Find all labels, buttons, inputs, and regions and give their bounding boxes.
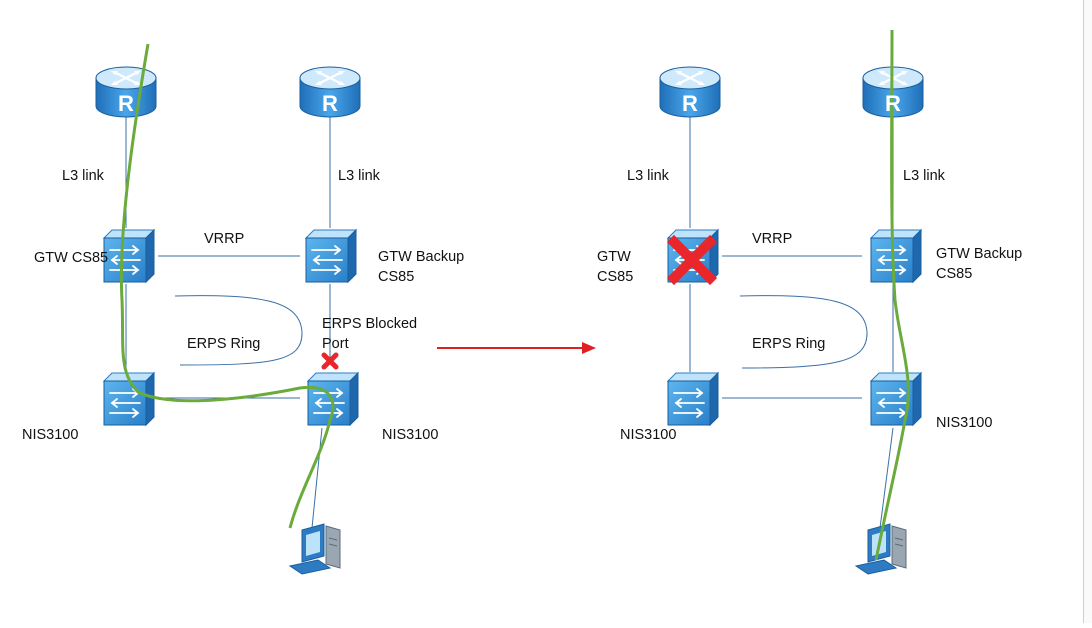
- after-erps-ring-label: ERPS Ring: [752, 336, 825, 352]
- before-topology: L3 link L3 link GTW CS85 VRRP GTW Backup…: [22, 43, 464, 575]
- before-erps-ring-arc: [174, 295, 303, 366]
- before-vrrp-label: VRRP: [204, 231, 244, 247]
- before-nis-right-label: NIS3100: [382, 427, 438, 443]
- after-backup-label-2: CS85: [936, 266, 972, 282]
- after-vrrp-label: VRRP: [752, 231, 792, 247]
- after-topology: L3 link L3 link GTW CS85 VRRP GTW Backup…: [597, 29, 1022, 575]
- after-erps-ring-arc: [739, 295, 868, 369]
- after-nis-right-label: NIS3100: [936, 415, 992, 431]
- after-traffic-path: [874, 29, 910, 561]
- before-l3-left-label: L3 link: [62, 168, 105, 184]
- after-l3-right-label: L3 link: [903, 168, 946, 184]
- after-pc-link: [879, 427, 894, 529]
- before-backup-label-1: GTW Backup: [378, 249, 464, 265]
- before-blocked-label-1: ERPS Blocked: [322, 316, 417, 332]
- switch-icon: [667, 372, 719, 426]
- switch-icon: [305, 229, 357, 283]
- after-gtw-label-2: CS85: [597, 269, 633, 285]
- before-traffic-path: [119, 43, 335, 529]
- before-erps-ring-label: ERPS Ring: [187, 336, 260, 352]
- before-l3-right-label: L3 link: [338, 168, 381, 184]
- after-l3-left-label: L3 link: [627, 168, 670, 184]
- window-edge: [1083, 0, 1092, 623]
- router-glyph: R: [322, 91, 338, 116]
- after-links: [689, 112, 894, 529]
- router-glyph: R: [118, 91, 134, 116]
- before-blocked-label-2: Port: [322, 336, 349, 352]
- before-backup-label-2: CS85: [378, 269, 414, 285]
- after-gtw-label-1: GTW: [597, 249, 631, 265]
- fail-x-icon: [321, 352, 339, 370]
- before-pc-link: [311, 427, 323, 529]
- pc-icon: [289, 523, 341, 575]
- switch-icon: [870, 372, 922, 426]
- after-nis-left-label: NIS3100: [620, 427, 676, 443]
- before-gtw-label: GTW CS85: [34, 250, 108, 266]
- before-links: [125, 112, 331, 529]
- after-backup-label-1: GTW Backup: [936, 246, 1022, 262]
- switch-icon: [103, 229, 155, 283]
- router-glyph: R: [885, 91, 901, 116]
- fail-x-icon: [666, 234, 718, 286]
- arrow-icon: [437, 342, 596, 354]
- switch-icon: [870, 229, 922, 283]
- before-nis-left-label: NIS3100: [22, 427, 78, 443]
- router-glyph: R: [682, 91, 698, 116]
